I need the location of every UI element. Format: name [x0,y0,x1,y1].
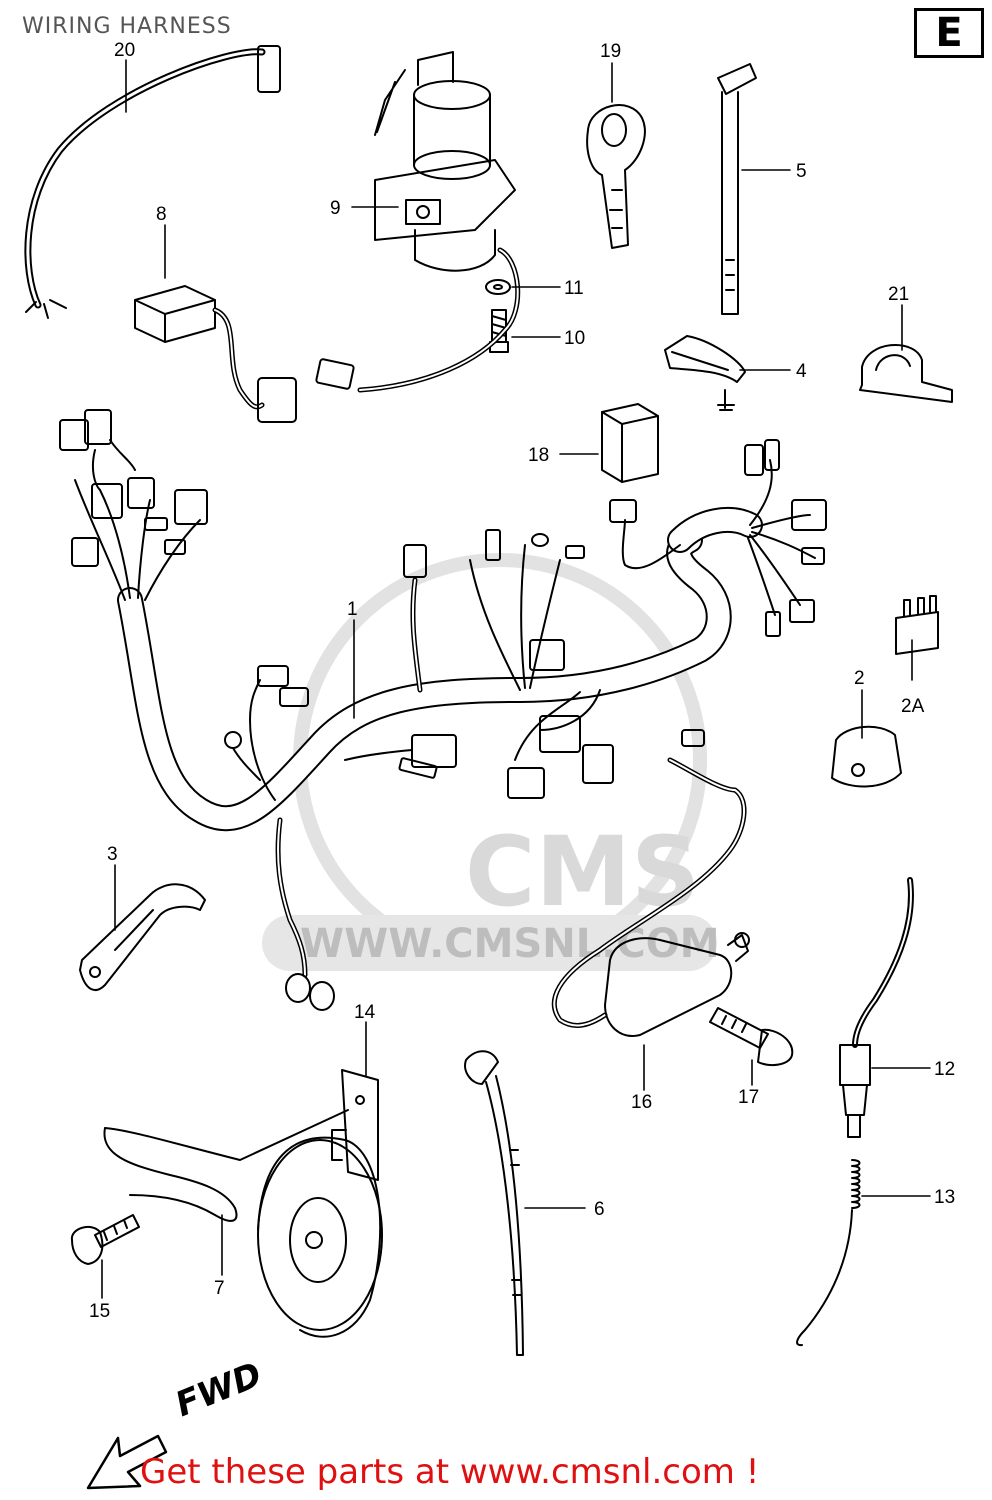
part-5-cable-tie [717,63,757,315]
fwd-arrow [86,1434,168,1490]
part-12-switch [839,877,914,1138]
part-10-screw [489,309,509,353]
callout-12: 12 [934,1059,955,1080]
callout-14: 14 [354,1002,376,1023]
callout-17: 17 [738,1087,759,1108]
part-21-clamp [859,344,953,403]
callout-2a: 2A [901,696,925,717]
callout-18: 18 [528,445,549,466]
callout-numbers: 20 8 9 11 10 19 5 4 21 18 1 2 2A 3 14 16… [89,40,955,1322]
part-19-key [586,104,646,249]
part-4-clamp [664,335,746,411]
leader-lines [101,59,931,1299]
callout-1: 1 [347,599,358,620]
callout-3: 3 [107,844,118,865]
callout-8: 8 [156,204,167,225]
part-17-bolt [709,1007,794,1067]
part-6-cable-tie [464,1050,524,1356]
part-8-relay [134,285,297,423]
callout-19: 19 [600,41,621,62]
callout-13: 13 [934,1187,955,1208]
callout-10: 10 [564,328,585,349]
parts-banner-link[interactable]: Get these parts at www.cmsnl.com ! [140,1452,760,1492]
part-18-relay [601,403,659,483]
callout-16: 16 [631,1092,652,1113]
part-13-spring [796,1159,861,1347]
callout-6: 6 [594,1199,605,1220]
horn [257,1136,383,1338]
callout-20: 20 [114,40,135,61]
page-title: WIRING HARNESS [22,14,232,39]
part-7-wire [103,1109,349,1222]
part-14-horn-bracket [331,1069,379,1181]
callout-15: 15 [89,1301,110,1322]
callout-7: 7 [214,1278,225,1299]
callout-4: 4 [796,361,807,382]
part-9-ignition-switch [374,51,516,272]
part-15-bolt [70,1214,140,1265]
callout-5: 5 [796,161,807,182]
part-16-switch [604,932,750,1037]
callout-21: 21 [888,284,909,305]
callout-11: 11 [564,278,584,299]
callout-2: 2 [854,668,865,689]
watermark-url: WWW.CMSNL.COM [300,921,720,967]
part-20-lead-wire [24,45,281,319]
part-2a-fuse [895,595,939,655]
part-1-main-harness [59,409,827,1028]
watermark-brand: CMS [465,816,700,928]
section-label: E [914,8,984,58]
watermark: CMS WWW.CMSNL.COM [262,553,720,971]
part-2-fuse-holder [831,725,902,788]
part-3-bracket [79,883,206,991]
callout-9: 9 [330,198,341,219]
part-11-washer [485,279,511,295]
